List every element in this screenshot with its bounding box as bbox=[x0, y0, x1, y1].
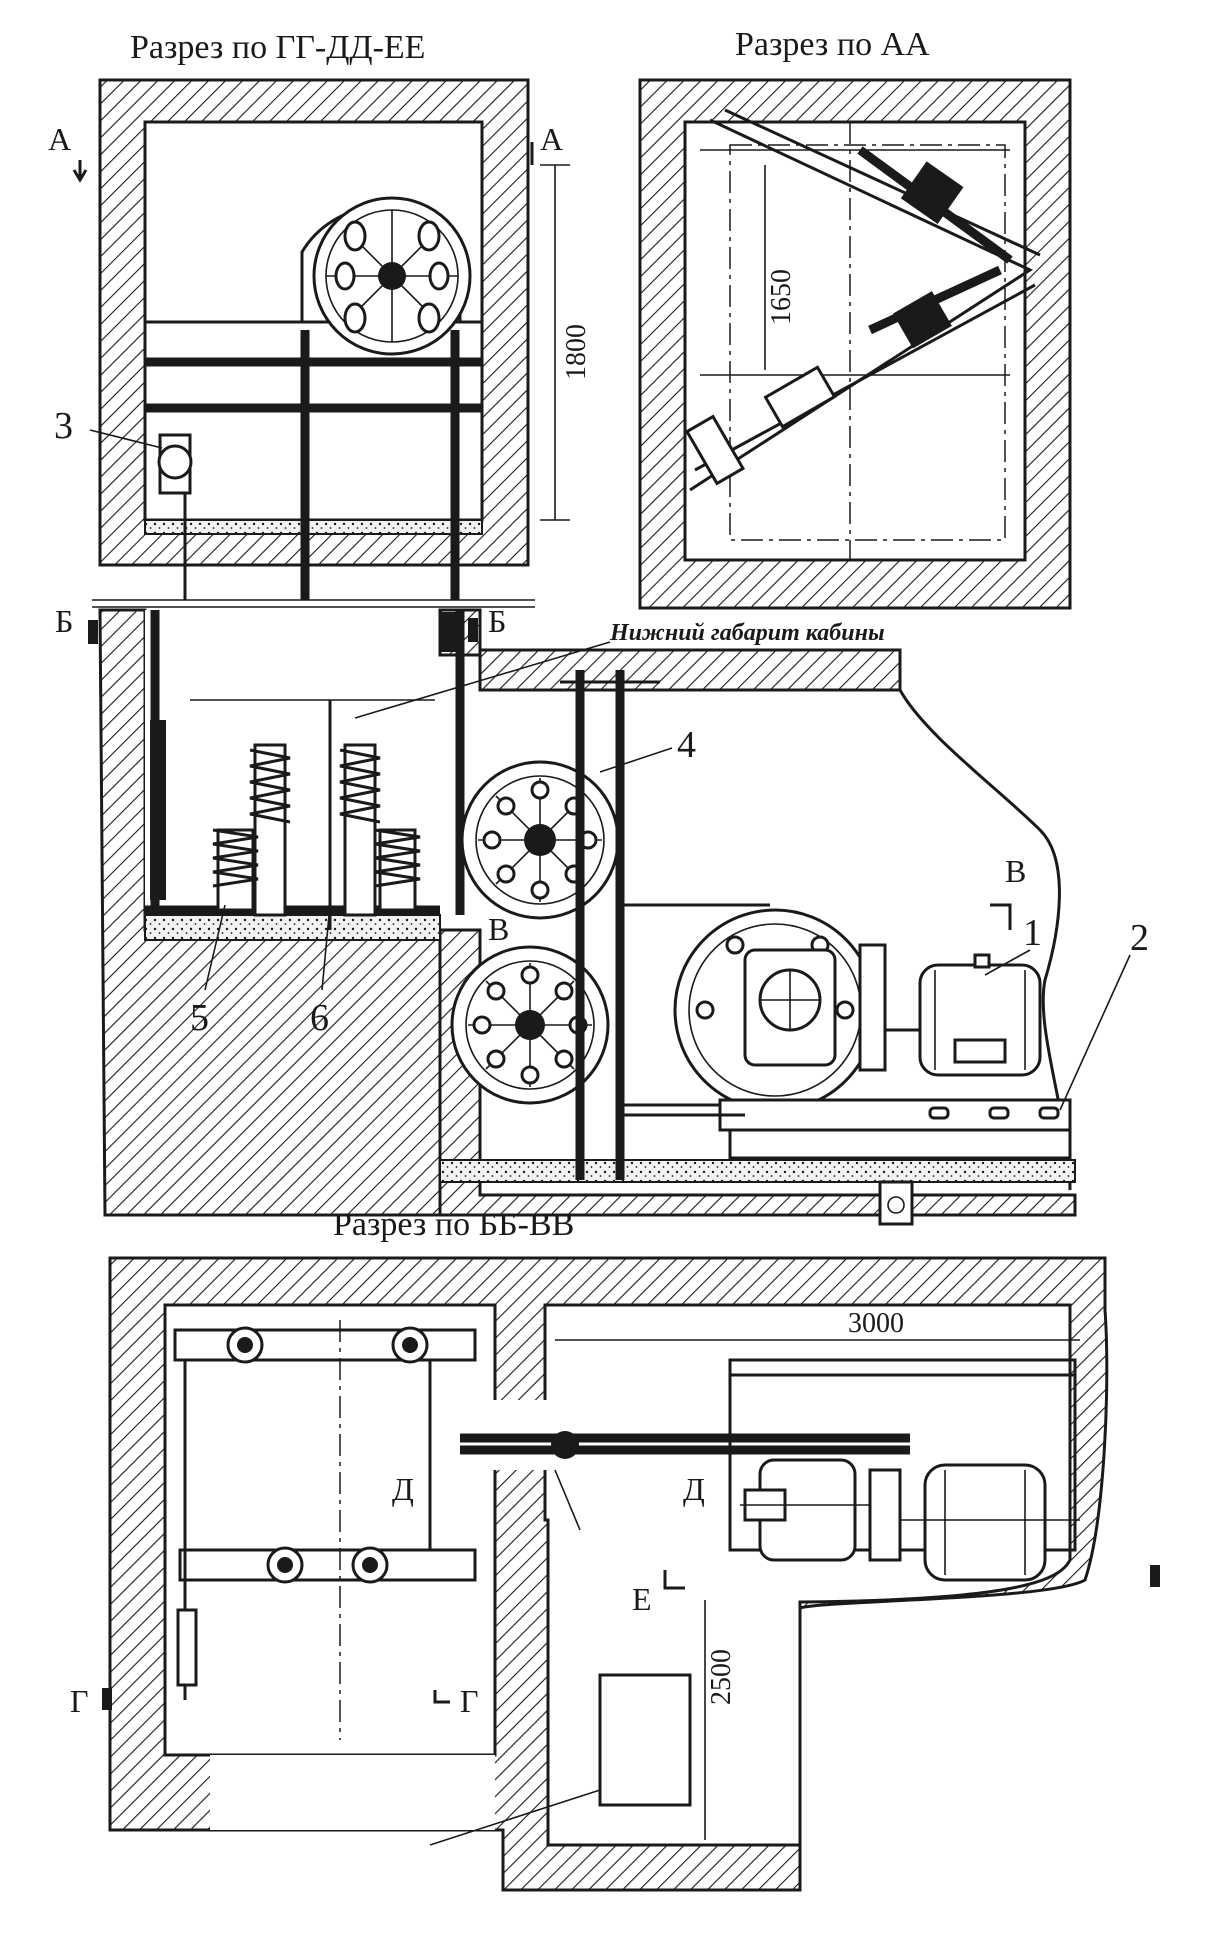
callout-4: 4 bbox=[677, 724, 696, 766]
mark-d-left: Д bbox=[392, 1471, 414, 1507]
mark-g-left: Г bbox=[70, 1683, 89, 1719]
callout-2: 2 bbox=[1130, 917, 1149, 959]
mark-e: Е bbox=[632, 1581, 652, 1617]
callout-5: 5 bbox=[190, 997, 209, 1039]
mark-b-left: Б bbox=[55, 603, 73, 639]
callout-1: 1 bbox=[1023, 912, 1042, 954]
title-section-gg-dd-ee: Разрез по ГГ-ДД-ЕЕ bbox=[130, 29, 425, 66]
mark-v-upper: В bbox=[1005, 853, 1026, 889]
mark-v-lower: В bbox=[488, 911, 509, 947]
dimension-2500: 2500 bbox=[706, 1649, 737, 1705]
machine-base-frame bbox=[718, 1098, 1072, 1132]
mark-a-left: А bbox=[48, 121, 71, 157]
title-section-aa: Разрез по АА bbox=[735, 26, 930, 63]
dimension-1650: 1650 bbox=[766, 269, 797, 325]
mark-b-right: Б bbox=[488, 603, 506, 639]
note-cabin-lower-limit: Нижний габарит кабины bbox=[609, 620, 885, 646]
mark-g-right: Г bbox=[460, 1683, 479, 1719]
mark-a-right: А bbox=[540, 121, 563, 157]
buffer-spring-right-icon bbox=[339, 743, 421, 917]
control-cabinet bbox=[598, 1673, 692, 1807]
section-gg-upper-room: 1800 bbox=[92, 78, 592, 608]
section-gg-lower-pit bbox=[98, 608, 1077, 1226]
callout-3: 3 bbox=[54, 405, 73, 447]
callout-6: 6 bbox=[310, 997, 329, 1039]
section-aa-plan: 1650 bbox=[638, 78, 1072, 610]
buffer-spring-left-icon bbox=[212, 743, 291, 917]
mark-d-right: Д bbox=[683, 1471, 705, 1507]
electric-motor-plan-icon bbox=[923, 1463, 1047, 1582]
section-bb-vv-plan: 3000 2500 bbox=[108, 1256, 1109, 1892]
dimension-1800: 1800 bbox=[561, 324, 592, 380]
governor-plan-icon bbox=[176, 1608, 198, 1687]
dimension-3000: 3000 bbox=[848, 1308, 904, 1339]
